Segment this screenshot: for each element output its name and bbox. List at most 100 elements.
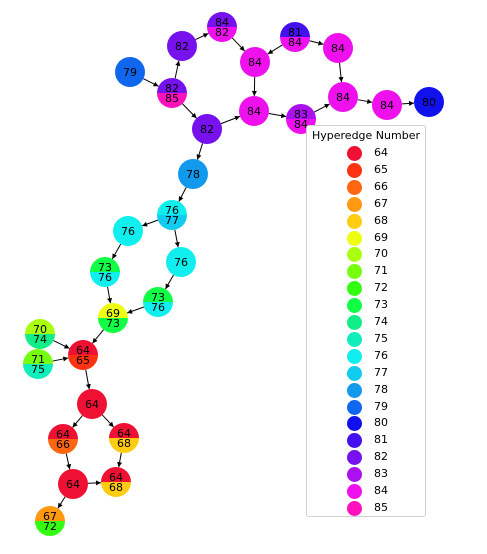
node-label: 71 [31,353,45,366]
legend-label: 79 [374,399,388,413]
node-label: 72 [43,520,57,533]
edge-arrowhead [108,421,114,428]
legend-entry: 77 [307,365,425,382]
node-half-bottom [90,272,120,287]
edge-arrowhead [174,241,180,248]
legend-marker [347,382,362,398]
edge-arrowhead [234,115,240,121]
node-half-top [35,506,65,521]
node-label: 76 [151,301,165,314]
node-label: 64 [85,398,99,411]
node-half-top [90,257,120,272]
legend-entry: 73 [307,297,425,314]
legend-label: 82 [374,450,388,464]
node-n3: 84 [240,47,270,77]
legend-marker [347,365,362,381]
legend-marker [347,179,362,195]
legend-label: 68 [374,213,388,227]
node-label: 64 [56,428,70,441]
node-half-bottom [35,521,65,536]
legend-label: 65 [374,162,388,176]
node-label: 84 [248,56,262,69]
node-n2: 82 [167,31,197,61]
node-label: 76 [98,271,112,284]
node-label: 81 [288,26,302,39]
node-half-top [157,200,187,215]
node-label: 82 [165,82,179,95]
legend-entry: 67 [307,196,425,213]
legend-label: 74 [374,315,388,328]
edge-arrowhead [408,100,415,106]
node-label: 76 [121,225,135,238]
legend-label: 75 [374,331,388,345]
node-label: 82 [200,123,214,136]
node-n16: 76 [113,216,143,246]
node-n13: 82 [192,114,222,144]
legend-marker [347,247,362,263]
node-half-bottom [68,355,98,370]
legend-label: 77 [374,365,388,379]
edge-arrowhead [127,308,133,314]
legend-entry: 72 [307,280,425,297]
node-label: 84 [331,42,345,55]
legend-marker [347,399,362,415]
node-label: 84 [247,105,261,118]
edge-arrowhead [152,81,159,87]
legend-marker [347,331,362,347]
legend-entry: 71 [307,263,425,280]
edge-layer [52,32,415,509]
edge-arrowhead [175,60,181,67]
legend-entry: 84 [307,483,425,500]
legend-entry: 66 [307,179,425,196]
legend-marker [347,230,362,246]
node-half-bottom [207,27,237,42]
edge-arrowhead [239,45,245,52]
edge-arrowhead [66,463,72,470]
node-label: 84 [336,91,350,104]
legend-marker [347,213,362,229]
node-label: 64 [66,478,80,491]
node-circle [328,82,358,112]
legend-marker [347,196,362,212]
node-circle [77,389,107,419]
node-n8: 84 [328,82,358,112]
node-label: 73 [106,317,120,330]
legend-entry: 81 [307,432,425,449]
legend-label: 72 [374,281,388,295]
edge-arrowhead [57,502,63,509]
node-n5: 84 [323,33,353,63]
legend-label: 70 [374,247,388,261]
node-circle [323,33,353,63]
node-circle [166,247,196,277]
node-half-top [109,423,139,438]
node-label: 67 [43,510,57,523]
node-n9: 80 [414,87,444,117]
node-n14: 78 [178,159,208,189]
legend-marker [347,348,362,364]
edge-arrowhead [202,33,209,38]
node-label: 85 [165,92,179,105]
node-half-top [101,467,131,482]
edge-arrowhead [92,337,98,344]
legend-marker [347,264,362,280]
edge-arrowhead [196,154,202,160]
legend-marker [347,281,362,297]
node-label: 69 [106,307,120,320]
edge-arrowhead [95,480,102,486]
node-circle [240,47,270,77]
node-label: 76 [174,256,188,269]
node-label: 77 [165,214,179,227]
edge-arrowhead [165,283,171,289]
node-half-bottom [143,302,173,317]
legend-label: 73 [374,298,388,312]
node-half-top [25,319,55,334]
legend-marker [347,298,362,314]
node-half-top [286,104,316,119]
legend-entry: 68 [307,213,425,230]
